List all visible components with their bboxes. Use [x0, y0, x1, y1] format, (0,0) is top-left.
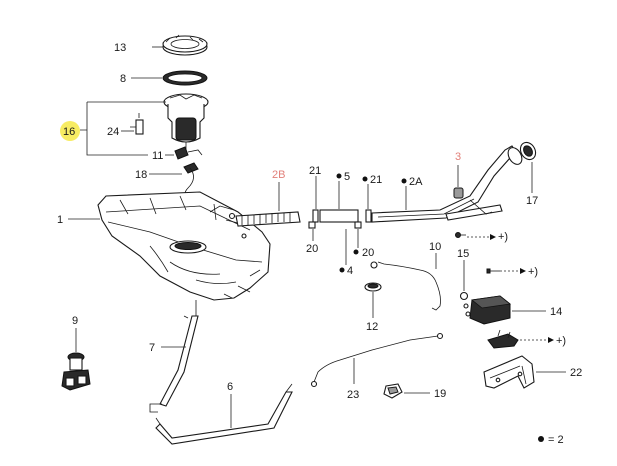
part-7-tank-strap: [149, 300, 199, 413]
label-21b: 21: [370, 174, 382, 186]
label-10: 10: [429, 241, 441, 253]
label-18: 18: [135, 169, 147, 181]
label-23: 23: [347, 389, 359, 401]
canister-bracket-clip: [487, 329, 519, 349]
label-plus-3: +): [556, 335, 566, 347]
part-5-hose: [319, 209, 359, 223]
label-9: 9: [72, 315, 78, 327]
label-7: 7: [149, 342, 155, 354]
part-17-filler-neck: [507, 141, 537, 165]
label-15: 15: [457, 248, 469, 260]
label-6: 6: [227, 381, 233, 393]
part-12-grommet: [364, 282, 382, 292]
legend-text: = 2: [548, 434, 564, 446]
part-20-clamp-left: [308, 221, 316, 229]
label-plus-2: +): [528, 266, 538, 278]
part-14-carbon-canister: [463, 295, 511, 325]
part-13-lock-ring: [162, 34, 208, 56]
label-19: 19: [434, 388, 446, 400]
part-9-pump-module: [61, 352, 91, 391]
part-15-bolt: [459, 291, 469, 301]
part-6-tank-strap: [155, 383, 293, 445]
label-1: 1: [57, 214, 63, 226]
bullet-5: [336, 173, 342, 179]
bullet-4: [339, 267, 345, 273]
screw-top: [455, 232, 466, 238]
label-24: 24: [107, 126, 119, 138]
label-17: 17: [526, 195, 538, 207]
part-16-fuel-pump: [163, 93, 209, 150]
part-1-fuel-tank: [97, 191, 271, 301]
part-24-sensor: [130, 113, 144, 135]
label-21a: 21: [309, 165, 321, 177]
label-16: 16: [63, 126, 75, 138]
bullet-2A: [401, 178, 407, 184]
part-8-seal-ring: [162, 70, 208, 86]
label-14: 14: [550, 306, 562, 318]
part-3-grommet: [453, 187, 464, 199]
label-plus-1: +): [498, 231, 508, 243]
part-10-vent-line: [370, 261, 441, 311]
label-12: 12: [366, 321, 378, 333]
label-13: 13: [114, 42, 126, 54]
part-19-clip: [383, 383, 403, 399]
part-22-mounting-bracket: [483, 355, 535, 389]
part-21-clamp-left: [312, 209, 319, 223]
label-2B: 2B: [272, 169, 285, 181]
part-20-clamp-right: [354, 221, 362, 229]
label-5: 5: [344, 171, 350, 183]
label-11: 11: [152, 150, 163, 162]
label-16-highlight: [60, 121, 80, 141]
label-22: 22: [570, 367, 582, 379]
bullet-20b: [353, 249, 359, 255]
label-20b: 20: [362, 247, 374, 259]
label-2A: 2A: [409, 176, 423, 188]
part-11-connector: [174, 146, 203, 160]
part-2B-vent-hose: [235, 211, 301, 227]
label-8: 8: [120, 73, 126, 85]
bullet-21b: [362, 176, 368, 182]
label-4: 4: [347, 265, 353, 277]
label-3: 3: [455, 151, 461, 163]
part-21-clamp-right: [365, 209, 372, 223]
part-23-fuel-line: [310, 332, 444, 388]
part-2A-filler-pipe: [371, 145, 517, 223]
label-20a: 20: [306, 243, 318, 255]
legend-bullet: [538, 436, 544, 442]
screw-right: [486, 268, 500, 274]
